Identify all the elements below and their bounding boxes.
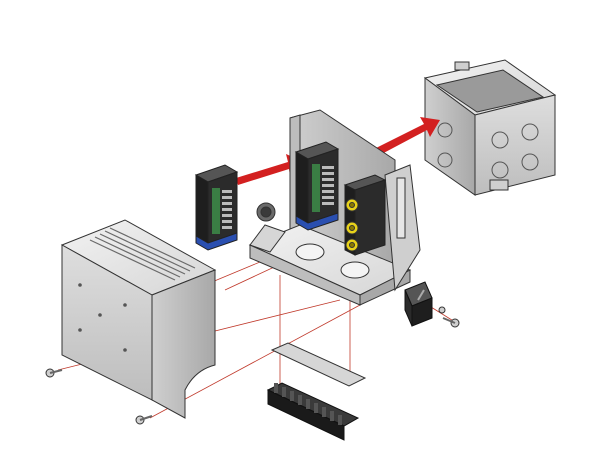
marker-strip	[270, 342, 367, 387]
screw-right-2	[438, 306, 446, 314]
cover-enclosure	[60, 219, 217, 419]
screw-bottom-left-1	[45, 368, 63, 378]
electronics-module	[194, 164, 239, 251]
screw-bottom-left-2	[135, 415, 153, 425]
arrow-module-to-bracket	[236, 154, 304, 185]
terminal-strip	[266, 382, 360, 441]
junction-box	[423, 59, 557, 196]
screws	[45, 306, 460, 425]
arrow-bracket-to-box	[372, 117, 440, 157]
mounted-module	[294, 141, 340, 231]
yellow-connectors	[345, 198, 359, 252]
screw-right	[442, 317, 460, 328]
toggle-switch	[404, 281, 433, 327]
